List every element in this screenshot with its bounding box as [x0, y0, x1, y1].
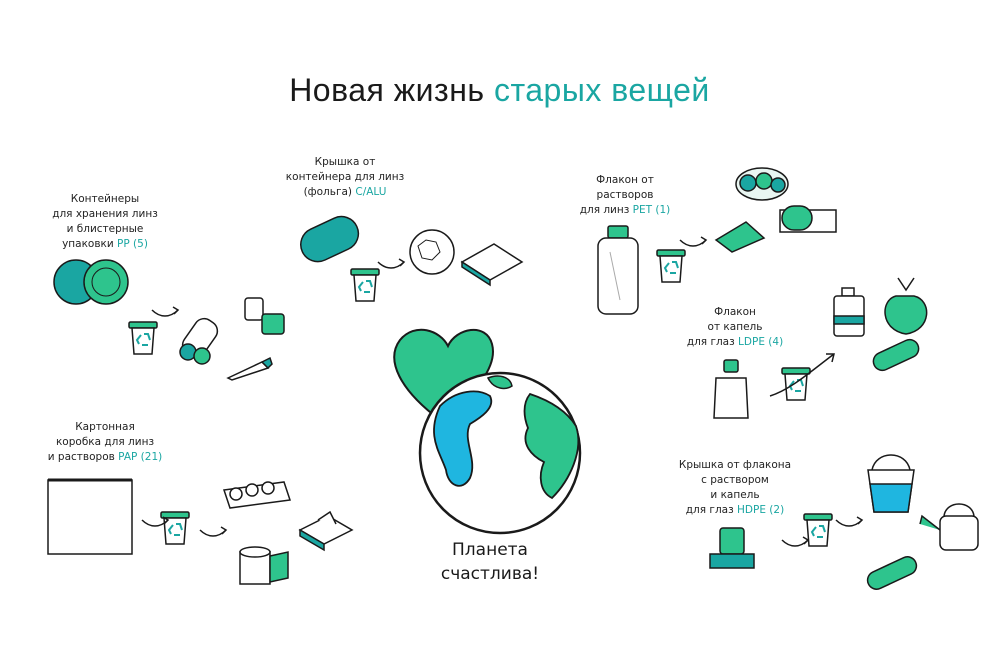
- page-title: Новая жизнь старых вещей: [0, 72, 999, 109]
- arrow-icon: [679, 236, 707, 247]
- cardboard-box: [47, 478, 133, 555]
- recycle-bin-icon: [160, 511, 190, 545]
- arrow-icon: [835, 516, 863, 527]
- soccer-ball: [409, 229, 455, 275]
- pet-bottle: [597, 225, 639, 315]
- fabric-roll: [779, 205, 837, 233]
- label-pap: Картонная коробка для линз и растворов P…: [47, 421, 163, 463]
- heart-icon: [393, 328, 494, 422]
- recycle-bin-icon: [350, 268, 380, 302]
- bucket: [867, 454, 915, 513]
- blister-pack: [53, 259, 129, 305]
- plastic-rolls: [179, 317, 219, 365]
- slogan: Планета счастлива!: [440, 540, 540, 584]
- hdpe-cap: [709, 527, 755, 569]
- code-calu: C/ALU: [355, 186, 387, 198]
- foil-sheet: [460, 243, 524, 287]
- code-pet: PET (1): [632, 204, 671, 216]
- earth-icon: [418, 371, 582, 535]
- buckle: [244, 297, 285, 335]
- egg-tray: [223, 481, 291, 509]
- label-calu: Крышка от контейнера для линз (фольга) C…: [285, 156, 405, 198]
- canister: [833, 287, 865, 337]
- arrow-icon: [377, 258, 405, 269]
- arrow-icon: [769, 353, 835, 397]
- label-pet: Флакон от растворов для линз PET (1): [579, 174, 671, 216]
- pipe: [872, 338, 920, 372]
- label-hdpe: Крышка от флакона с раствором и капель д…: [678, 459, 792, 516]
- code-hdpe: HDPE (2): [737, 504, 785, 516]
- balls: [735, 167, 789, 201]
- toilet-paper: [239, 546, 289, 585]
- title-main: Новая жизнь: [289, 72, 485, 108]
- watering-can: [919, 503, 979, 551]
- trash-bag: [884, 277, 928, 335]
- ldpe-bottle: [713, 359, 749, 419]
- label-pp: Контейнеры для хранения линз и блистерны…: [52, 193, 158, 250]
- code-pap: PAP (21): [118, 451, 163, 463]
- recycle-bin-icon: [128, 321, 158, 355]
- razor: [226, 356, 273, 381]
- fabric-sheet: [714, 221, 766, 253]
- recycle-bin-icon: [781, 367, 811, 401]
- code-ldpe: LDPE (4): [738, 336, 784, 348]
- recycle-bin-icon: [803, 513, 833, 547]
- code-pp: PP (5): [117, 238, 148, 250]
- foil-roll: [300, 215, 360, 263]
- pipe: [866, 556, 918, 590]
- arrow-icon: [781, 536, 809, 547]
- arrow-icon: [151, 306, 179, 317]
- recycle-bin-icon: [656, 249, 686, 283]
- label-ldpe: Флакон от капель для глаз LDPE (4): [686, 306, 784, 348]
- arrow-icon: [199, 526, 227, 537]
- tissue-box: [298, 510, 354, 552]
- title-accent: старых вещей: [493, 72, 710, 108]
